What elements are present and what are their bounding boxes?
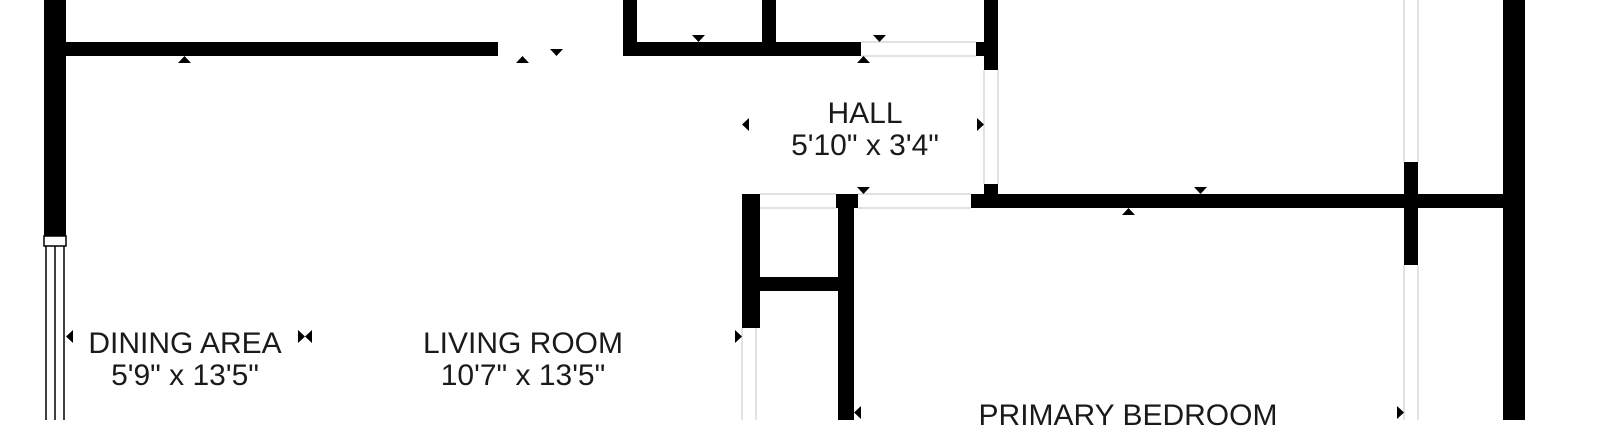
wall-bath-shelf — [756, 277, 840, 291]
wall-hall-east-upper — [984, 0, 998, 70]
marker-right — [977, 118, 984, 131]
wall-bedroom-east-stub — [1404, 162, 1418, 265]
wall-bath-west — [742, 194, 760, 328]
room-name: DINING AREA — [88, 327, 282, 360]
marker-right — [298, 330, 305, 343]
marker-left — [742, 118, 749, 131]
marker-up — [1122, 208, 1135, 215]
marker-left — [66, 330, 73, 343]
room-name: LIVING ROOM — [422, 327, 624, 360]
wall-north-dining — [44, 42, 498, 56]
marker-right — [1397, 406, 1404, 419]
marker-down — [692, 35, 705, 42]
marker-up — [516, 56, 529, 63]
room-label-hall: HALL 5'10" x 3'4" — [791, 98, 939, 162]
wall-bedroom-north — [984, 194, 1525, 208]
room-dimensions: 5'9" x 13'5" — [111, 359, 259, 392]
marker-down — [873, 35, 886, 42]
marker-down — [1194, 187, 1207, 194]
floor-plan — [43, 0, 1525, 420]
door-openings — [741, 0, 1419, 420]
wall-closet-bottom — [623, 42, 861, 56]
room-dimensions: 10'7" x 13'5" — [440, 359, 606, 392]
wall-outer-west — [44, 0, 66, 240]
marker-right — [735, 330, 742, 343]
room-label-dining-area: DINING AREA 5'9" x 13'5" — [88, 328, 281, 392]
wall-outer-east — [1503, 0, 1525, 420]
wall-bath-east — [838, 194, 854, 420]
window-west — [43, 235, 67, 420]
marker-left — [854, 406, 861, 419]
marker-down — [857, 187, 870, 194]
door-markers — [66, 35, 1404, 419]
room-label-primary-bedroom: PRIMARY BEDROOM — [979, 400, 1278, 432]
wall-closet-divider — [762, 0, 776, 56]
marker-up — [857, 56, 870, 63]
marker-down — [550, 49, 563, 56]
marker-up — [178, 56, 191, 63]
room-label-living-room: LIVING ROOM 10'7" x 13'5" — [423, 328, 623, 392]
room-name: PRIMARY BEDROOM — [978, 399, 1278, 432]
room-name: HALL — [827, 97, 903, 130]
marker-left — [305, 330, 312, 343]
room-dimensions: 5'10" x 3'4" — [791, 129, 939, 162]
